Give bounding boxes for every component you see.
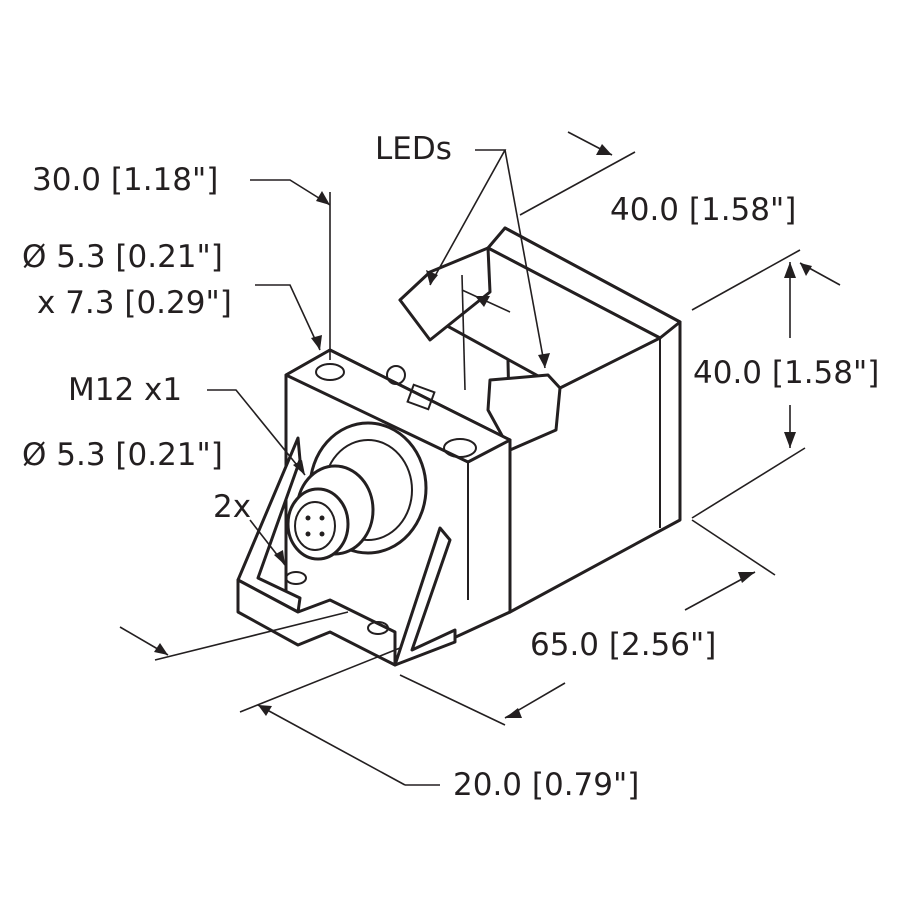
bracket-height-label: 30.0 [1.18"] bbox=[32, 162, 219, 198]
leds-label: LEDs bbox=[375, 131, 452, 167]
m12-connector bbox=[286, 421, 428, 561]
base-hole-right bbox=[367, 621, 389, 635]
slot-len-label: x 7.3 [0.29"] bbox=[37, 285, 232, 321]
led-windows bbox=[398, 246, 562, 452]
bracket-depth-label: 20.0 [0.79"] bbox=[453, 767, 640, 803]
connector-label: M12 x1 bbox=[68, 372, 183, 408]
depth-top-label: 40.0 [1.58"] bbox=[610, 192, 797, 228]
height-label: 40.0 [1.58"] bbox=[693, 355, 880, 391]
potentiometer bbox=[386, 365, 406, 385]
bracket-hole bbox=[443, 438, 477, 458]
length-label: 65.0 [2.56"] bbox=[530, 627, 717, 663]
base-hole-left bbox=[285, 571, 307, 585]
dimension-lines bbox=[119, 131, 841, 786]
adjust-window bbox=[406, 383, 436, 411]
slot-hole bbox=[315, 363, 345, 381]
hole-dia-label: Ø 5.3 [0.21"] bbox=[22, 437, 223, 473]
slot-dia-label: Ø 5.3 [0.21"] bbox=[22, 239, 223, 275]
hole-count-label: 2x bbox=[213, 489, 252, 525]
